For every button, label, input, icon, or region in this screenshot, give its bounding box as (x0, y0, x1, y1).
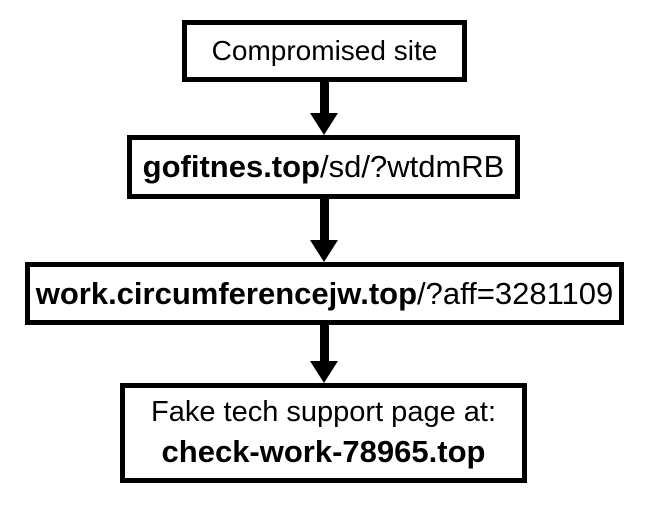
down-arrow-1 (310, 82, 338, 135)
circumference-domain: work.circumferencejw.top (35, 275, 418, 311)
down-arrow-3 (310, 325, 338, 383)
node-fake-support: Fake tech support page at: check-work-78… (120, 383, 527, 483)
node-gofitnes-url: gofitnes.top/sd/?wtdmRB (127, 135, 520, 199)
fake-support-caption: Fake tech support page at: (151, 396, 496, 428)
node-compromised-site-label: Compromised site (211, 34, 438, 66)
arrow-head-icon (310, 361, 338, 383)
arrow-shaft (319, 325, 329, 361)
gofitnes-path: /sd/?wtdmRB (320, 149, 505, 185)
circumference-url-text: work.circumferencejw.top/?aff=3281109 (36, 276, 614, 312)
arrow-head-icon (310, 113, 338, 135)
arrow-shaft (319, 199, 329, 240)
node-circumference-url: work.circumferencejw.top/?aff=3281109 (25, 262, 624, 325)
gofitnes-url-text: gofitnes.top/sd/?wtdmRB (143, 149, 505, 185)
circumference-path: /?aff=3281109 (417, 275, 614, 311)
arrow-head-icon (310, 240, 338, 262)
arrow-shaft (319, 82, 329, 113)
fake-support-domain: check-work-78965.top (161, 434, 486, 470)
node-compromised-site: Compromised site (182, 20, 467, 82)
down-arrow-2 (310, 199, 338, 262)
gofitnes-domain: gofitnes.top (142, 149, 320, 185)
